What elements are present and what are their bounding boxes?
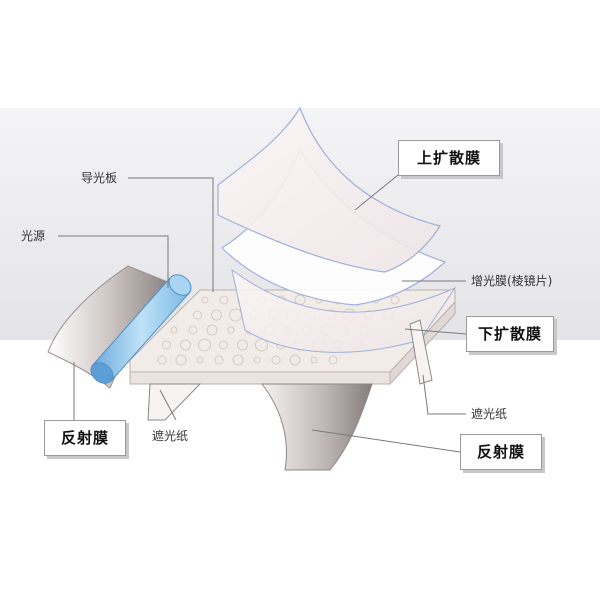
guide-dot <box>227 326 235 334</box>
box-reflector-right: 反射膜 <box>460 434 542 470</box>
guide-dot <box>180 339 191 351</box>
guide-dot <box>328 355 338 365</box>
guide-dot <box>157 355 167 365</box>
guide-dot <box>390 295 400 305</box>
guide-dot <box>206 324 218 336</box>
guide-dot <box>232 354 244 366</box>
guide-dot <box>289 354 301 366</box>
light-source-tube <box>90 274 192 384</box>
guide-dot <box>196 356 204 364</box>
box-reflector-left: 反射膜 <box>44 420 126 456</box>
leader-shading-right <box>422 374 466 415</box>
leader-lines <box>58 174 467 453</box>
guide-dot <box>253 356 261 364</box>
guide-dot <box>201 296 209 304</box>
bottom-reflector-sheet <box>260 383 373 471</box>
guide-dot <box>310 356 318 364</box>
guide-dot <box>219 340 228 350</box>
guide-dot <box>198 338 211 352</box>
guide-dot <box>219 295 229 305</box>
box-upper-diffuser: 上扩散膜 <box>398 140 500 176</box>
leader-light-guide <box>128 177 214 292</box>
guide-dot <box>211 309 222 321</box>
guide-dot <box>237 339 248 351</box>
leader-shading-left <box>159 389 177 421</box>
guide-dot <box>188 325 198 335</box>
guide-dot <box>175 354 187 366</box>
leader-lower-diffuser <box>404 328 467 335</box>
leader-reflector-right <box>311 429 461 453</box>
shading-paper-left <box>147 383 202 421</box>
guide-dot <box>193 310 202 320</box>
label-shading-paper-right: 遮光纸 <box>471 407 508 421</box>
shading-paper-right <box>409 319 433 385</box>
leader-upper-diffuser <box>354 174 399 211</box>
guide-dot <box>214 355 224 365</box>
guide-dot <box>271 355 281 365</box>
guide-dot <box>162 340 171 350</box>
light-guide-plate-edge <box>129 371 391 385</box>
leader-light-source <box>58 235 169 288</box>
upper-diffuser-film <box>217 106 441 273</box>
label-light-source: 光源 <box>21 229 46 243</box>
label-prism-film: 增光膜(棱镜片) <box>471 274 553 288</box>
label-shading-paper-left: 遮光纸 <box>152 429 189 443</box>
guide-dot <box>170 326 178 334</box>
lower-diffuser-film <box>231 268 457 353</box>
label-light-guide: 导光板 <box>81 171 118 185</box>
box-lower-diffuser: 下扩散膜 <box>466 316 554 352</box>
